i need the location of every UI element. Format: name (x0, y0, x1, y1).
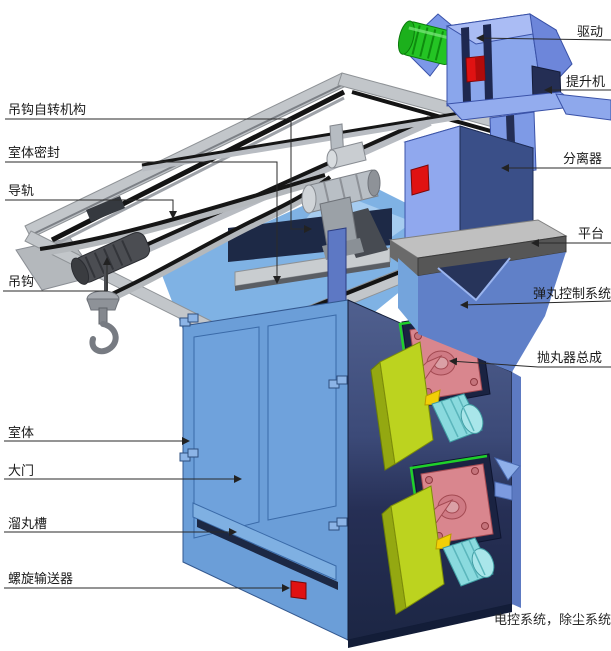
shot-control-funnel (437, 257, 511, 302)
label-separator: 分离器 (563, 151, 602, 166)
shot-chute-lip (192, 502, 337, 581)
leader-hook (3, 257, 111, 292)
chamber-door-left (193, 326, 260, 539)
separator-access-panel (410, 164, 430, 196)
leader-blast-wheel (449, 357, 611, 368)
label-shot-control: 弹丸控制系统 (533, 286, 611, 301)
label-guide-rail: 导轨 (8, 183, 34, 198)
chamber-door-right (267, 314, 337, 521)
label-drive: 驱动 (577, 24, 603, 39)
chamber-side-edge (512, 372, 521, 608)
label-hook-rotation: 吊钩自转机构 (8, 102, 86, 117)
rail-stop-block (86, 196, 125, 222)
side-fin (494, 481, 513, 501)
drive-motor (397, 20, 457, 65)
label-chamber: 室体 (8, 425, 34, 440)
lifting-hook (86, 268, 120, 355)
label-elevator: 提升机 (566, 74, 605, 89)
screw-conveyor-marker (290, 580, 307, 600)
label-hook: 吊钩 (8, 274, 34, 289)
shot-chute-strip (197, 519, 338, 590)
side-fin (493, 457, 521, 481)
elevator-head (397, 13, 611, 177)
label-footer-note: 电控系统，除尘系统 (494, 612, 611, 627)
door-hinges (179, 313, 348, 531)
roof-sliver (398, 258, 418, 332)
trolley-motor (70, 232, 151, 285)
leader-guide-rail (5, 199, 177, 219)
label-door: 大门 (8, 463, 34, 478)
monorail-track (116, 116, 430, 260)
chamber-base-strip (348, 604, 512, 648)
leader-chamber-seal (5, 161, 281, 284)
leader-hook-rotation (5, 118, 312, 233)
label-screw-conveyor: 螺旋输送器 (8, 571, 73, 586)
label-blast-wheel: 抛丸器总成 (537, 350, 602, 365)
callout-labels: 吊钩自转机构 室体密封 导轨 吊钩 室体 大门 溜丸槽 螺旋输送器 驱动 提升机… (3, 24, 611, 627)
label-chamber-seal: 室体密封 (8, 145, 60, 160)
top-rail-beam (555, 93, 611, 121)
label-platform: 平台 (578, 226, 604, 241)
label-shot-chute: 溜丸槽 (8, 516, 47, 531)
chamber-front (179, 299, 349, 641)
leader-shot-control (460, 300, 611, 309)
leader-drive (476, 34, 611, 43)
